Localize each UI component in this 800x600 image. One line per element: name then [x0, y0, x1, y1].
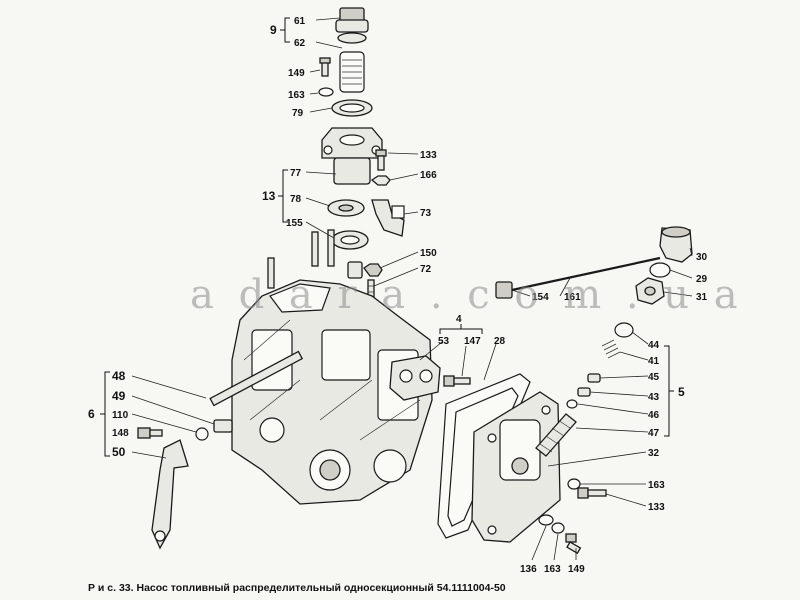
label-43: 43	[648, 392, 660, 403]
label-154: 154	[532, 292, 549, 303]
washer-44	[614, 322, 634, 338]
label-110: 110	[112, 410, 129, 421]
label-72: 72	[420, 264, 432, 275]
label-45: 45	[648, 372, 660, 383]
bracket-5	[664, 345, 674, 437]
label-136: 136	[520, 564, 537, 575]
stud-bolts	[267, 229, 335, 289]
label-13: 13	[262, 189, 276, 203]
fitting-150	[347, 261, 383, 279]
fuel-line-161	[511, 256, 661, 292]
label-73: 73	[420, 208, 432, 219]
spring-47	[535, 413, 577, 457]
spring-41	[601, 339, 621, 359]
label-47: 47	[648, 428, 660, 439]
bearing-155	[331, 230, 369, 250]
ring-110	[195, 427, 209, 441]
label-78: 78	[290, 194, 302, 205]
watermark: a d a r a . c o m . u a	[190, 272, 744, 318]
label-49: 49	[112, 389, 126, 403]
washer-163-top	[318, 87, 334, 97]
label-61: 61	[294, 16, 306, 27]
label-155: 155	[286, 218, 303, 229]
leader-lines	[131, 17, 693, 561]
shaft-48	[209, 350, 304, 407]
lever-50	[151, 439, 189, 550]
label-62: 62	[294, 38, 306, 49]
label-77: 77	[290, 168, 302, 179]
valve-seat-78	[327, 199, 365, 217]
label-31: 31	[696, 292, 708, 303]
label-29: 29	[696, 274, 708, 285]
washer-136	[538, 514, 554, 526]
label-5: 5	[678, 385, 685, 399]
label-30: 30	[696, 252, 708, 263]
label-148: 148	[112, 428, 129, 439]
side-fitting-53	[389, 355, 441, 401]
bushing-49	[213, 419, 233, 433]
label-6: 6	[88, 407, 95, 421]
label-44: 44	[648, 340, 660, 351]
bracket-13	[278, 169, 288, 223]
bracket-6	[100, 371, 110, 457]
label-149-bottom: 149	[568, 564, 585, 575]
label-4: 4	[456, 314, 462, 325]
label-41: 41	[648, 356, 660, 367]
label-53: 53	[438, 336, 450, 347]
label-150: 150	[420, 248, 437, 259]
screw-149-top	[319, 57, 331, 77]
nut-166	[370, 175, 391, 186]
figure-caption: Р и с. 33. Насос топливный распределител…	[88, 582, 506, 594]
label-149-top: 149	[288, 68, 305, 79]
label-147: 147	[464, 336, 481, 347]
bracket-73	[371, 199, 405, 237]
label-32: 32	[648, 448, 660, 459]
filter-element-62	[339, 51, 365, 93]
label-166: 166	[420, 170, 437, 181]
label-133-top: 133	[420, 150, 437, 161]
label-48: 48	[112, 369, 126, 383]
filter-cap-61	[335, 7, 369, 44]
label-163-right: 163	[648, 480, 665, 491]
label-46: 46	[648, 410, 660, 421]
seat-43	[577, 387, 591, 397]
seal-ring-79	[331, 99, 373, 117]
screw-149-bottom	[565, 533, 582, 555]
bracket-4	[439, 324, 483, 334]
cap-nut-30	[659, 226, 693, 263]
screw-148	[137, 427, 163, 439]
bracket-9	[280, 17, 290, 43]
filter-housing-77	[321, 127, 383, 185]
nut-31	[635, 277, 665, 305]
label-50: 50	[112, 445, 126, 459]
label-9: 9	[270, 23, 277, 37]
label-163-bottom: 163	[544, 564, 561, 575]
screw-133-right	[577, 487, 607, 499]
label-133-right: 133	[648, 502, 665, 513]
bolt-147	[443, 375, 471, 387]
label-161: 161	[564, 292, 581, 303]
ring-46	[566, 399, 578, 409]
washer-163-bottom	[551, 522, 565, 534]
label-79: 79	[292, 108, 304, 119]
valve-45	[587, 373, 601, 383]
screw-133-top	[375, 149, 387, 171]
label-28: 28	[494, 336, 506, 347]
label-163-top: 163	[288, 90, 305, 101]
